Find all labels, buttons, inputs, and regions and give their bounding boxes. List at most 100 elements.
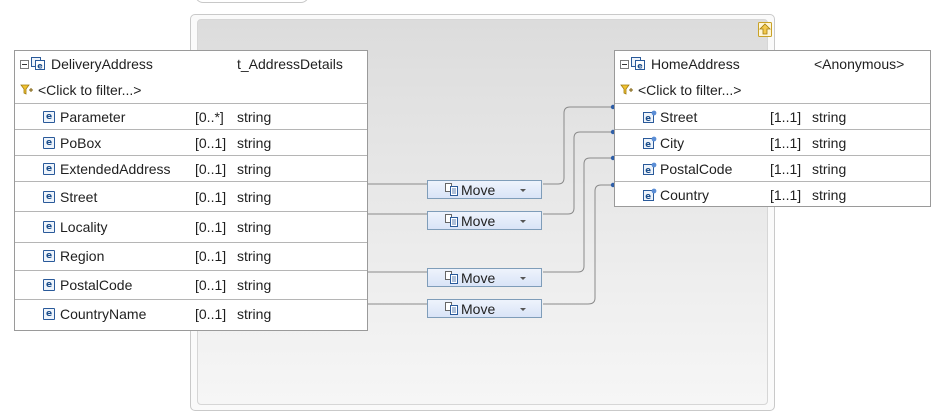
field-name: Region bbox=[60, 248, 105, 264]
target-filter-row[interactable]: <Click to filter...> bbox=[615, 77, 930, 103]
target-row[interactable]: e PostalCode [1..1] string bbox=[615, 155, 930, 182]
svg-text:e: e bbox=[645, 166, 651, 175]
go-up-icon[interactable] bbox=[758, 22, 772, 37]
move-transform-icon bbox=[445, 214, 458, 227]
field-name: City bbox=[660, 135, 685, 151]
field-type: string bbox=[237, 277, 272, 293]
element-icon: e bbox=[43, 137, 55, 149]
move-label: Move bbox=[461, 213, 496, 229]
move-label: Move bbox=[461, 182, 496, 198]
field-name: PoBox bbox=[60, 135, 102, 151]
field-name: PostalCode bbox=[60, 277, 133, 293]
source-row[interactable]: e PostalCode [0..1] string bbox=[15, 270, 367, 300]
element-icon: e bbox=[43, 221, 55, 233]
source-filter[interactable]: <Click to filter...> bbox=[38, 82, 142, 98]
element-ref-icon: e bbox=[643, 188, 657, 201]
field-name: ExtendedAddress bbox=[60, 161, 171, 177]
field-cardinality: [0..*] bbox=[195, 109, 224, 125]
source-name: DeliveryAddress bbox=[51, 56, 153, 72]
field-cardinality: [0..1] bbox=[195, 277, 227, 293]
move-transform-icon bbox=[445, 183, 458, 196]
wire-street-out bbox=[543, 106, 613, 185]
field-type: string bbox=[237, 306, 272, 322]
svg-text:e: e bbox=[645, 192, 651, 201]
field-type: string bbox=[812, 109, 847, 125]
source-row[interactable]: e PoBox [0..1] string bbox=[15, 129, 367, 156]
complex-element-icon: e bbox=[31, 57, 45, 70]
move-transform[interactable]: Move bbox=[427, 211, 542, 230]
element-icon: e bbox=[43, 279, 55, 291]
field-name: CountryName bbox=[60, 306, 147, 322]
field-cardinality: [1..1] bbox=[770, 161, 802, 177]
target-row[interactable]: e City [1..1] string bbox=[615, 129, 930, 156]
target-row[interactable]: e Country [1..1] string bbox=[615, 181, 930, 207]
chevron-down-icon[interactable] bbox=[520, 189, 526, 192]
source-row[interactable]: e Region [0..1] string bbox=[15, 242, 367, 271]
filter-icon bbox=[20, 84, 33, 95]
wire-postalcode-out bbox=[543, 157, 613, 273]
wire-city-out bbox=[543, 131, 613, 215]
wire-country-out bbox=[543, 184, 613, 305]
field-type: string bbox=[237, 219, 272, 235]
element-icon: e bbox=[43, 250, 55, 262]
target-box: e HomeAddress <Anonymous> <Click to filt… bbox=[614, 50, 931, 207]
field-type: string bbox=[812, 135, 847, 151]
field-cardinality: [0..1] bbox=[195, 135, 227, 151]
collapse-icon[interactable] bbox=[620, 60, 629, 69]
source-row[interactable]: e CountryName [0..1] string bbox=[15, 299, 367, 330]
element-ref-icon: e bbox=[643, 162, 657, 175]
field-cardinality: [1..1] bbox=[770, 109, 802, 125]
element-ref-icon: e bbox=[643, 136, 657, 149]
field-cardinality: [0..1] bbox=[195, 161, 227, 177]
field-type: string bbox=[812, 187, 847, 203]
element-icon: e bbox=[43, 191, 55, 203]
field-cardinality: [1..1] bbox=[770, 187, 802, 203]
source-filter-row[interactable]: <Click to filter...> bbox=[15, 77, 367, 103]
field-type: string bbox=[237, 109, 272, 125]
move-transform[interactable]: Move bbox=[427, 268, 542, 287]
element-icon: e bbox=[43, 111, 55, 123]
field-cardinality: [0..1] bbox=[195, 219, 227, 235]
field-name: Parameter bbox=[60, 109, 126, 125]
target-header[interactable]: e HomeAddress <Anonymous> bbox=[615, 51, 930, 77]
target-name: HomeAddress bbox=[651, 56, 740, 72]
move-transform-icon bbox=[445, 271, 458, 284]
move-label: Move bbox=[461, 270, 496, 286]
field-cardinality: [0..1] bbox=[195, 189, 227, 205]
source-header[interactable]: e DeliveryAddress t_AddressDetails bbox=[15, 51, 367, 77]
field-type: string bbox=[237, 161, 272, 177]
target-filter[interactable]: <Click to filter...> bbox=[638, 82, 742, 98]
collapse-icon[interactable] bbox=[20, 60, 29, 69]
field-name: Street bbox=[60, 189, 98, 205]
svg-text:e: e bbox=[637, 62, 643, 71]
source-row[interactable]: e Street [0..1] string bbox=[15, 181, 367, 212]
svg-text:e: e bbox=[645, 114, 651, 123]
target-row[interactable]: e Street [1..1] string bbox=[615, 103, 930, 130]
source-row[interactable]: e Parameter [0..*] string bbox=[15, 103, 367, 130]
field-name: Country bbox=[660, 187, 710, 203]
element-ref-icon: e bbox=[643, 110, 657, 123]
move-transform[interactable]: Move bbox=[427, 299, 542, 318]
complex-element-icon: e bbox=[631, 57, 645, 70]
target-type: <Anonymous> bbox=[814, 56, 905, 72]
element-icon: e bbox=[43, 308, 55, 320]
chevron-down-icon[interactable] bbox=[520, 308, 526, 311]
chevron-down-icon[interactable] bbox=[520, 277, 526, 280]
field-type: string bbox=[237, 135, 272, 151]
chevron-down-icon[interactable] bbox=[520, 220, 526, 223]
source-row[interactable]: e Locality [0..1] string bbox=[15, 211, 367, 243]
field-name: PostalCode bbox=[660, 161, 733, 177]
field-name: Locality bbox=[60, 219, 108, 235]
move-transform[interactable]: Move bbox=[427, 180, 542, 199]
source-row[interactable]: e ExtendedAddress [0..1] string bbox=[15, 155, 367, 182]
field-cardinality: [0..1] bbox=[195, 306, 227, 322]
field-type: string bbox=[237, 189, 272, 205]
field-type: string bbox=[812, 161, 847, 177]
move-transform-icon bbox=[445, 302, 458, 315]
field-cardinality: [1..1] bbox=[770, 135, 802, 151]
field-type: string bbox=[237, 248, 272, 264]
element-icon: e bbox=[43, 163, 55, 175]
source-type: t_AddressDetails bbox=[237, 56, 343, 72]
move-label: Move bbox=[461, 301, 496, 317]
field-cardinality: [0..1] bbox=[195, 248, 227, 264]
